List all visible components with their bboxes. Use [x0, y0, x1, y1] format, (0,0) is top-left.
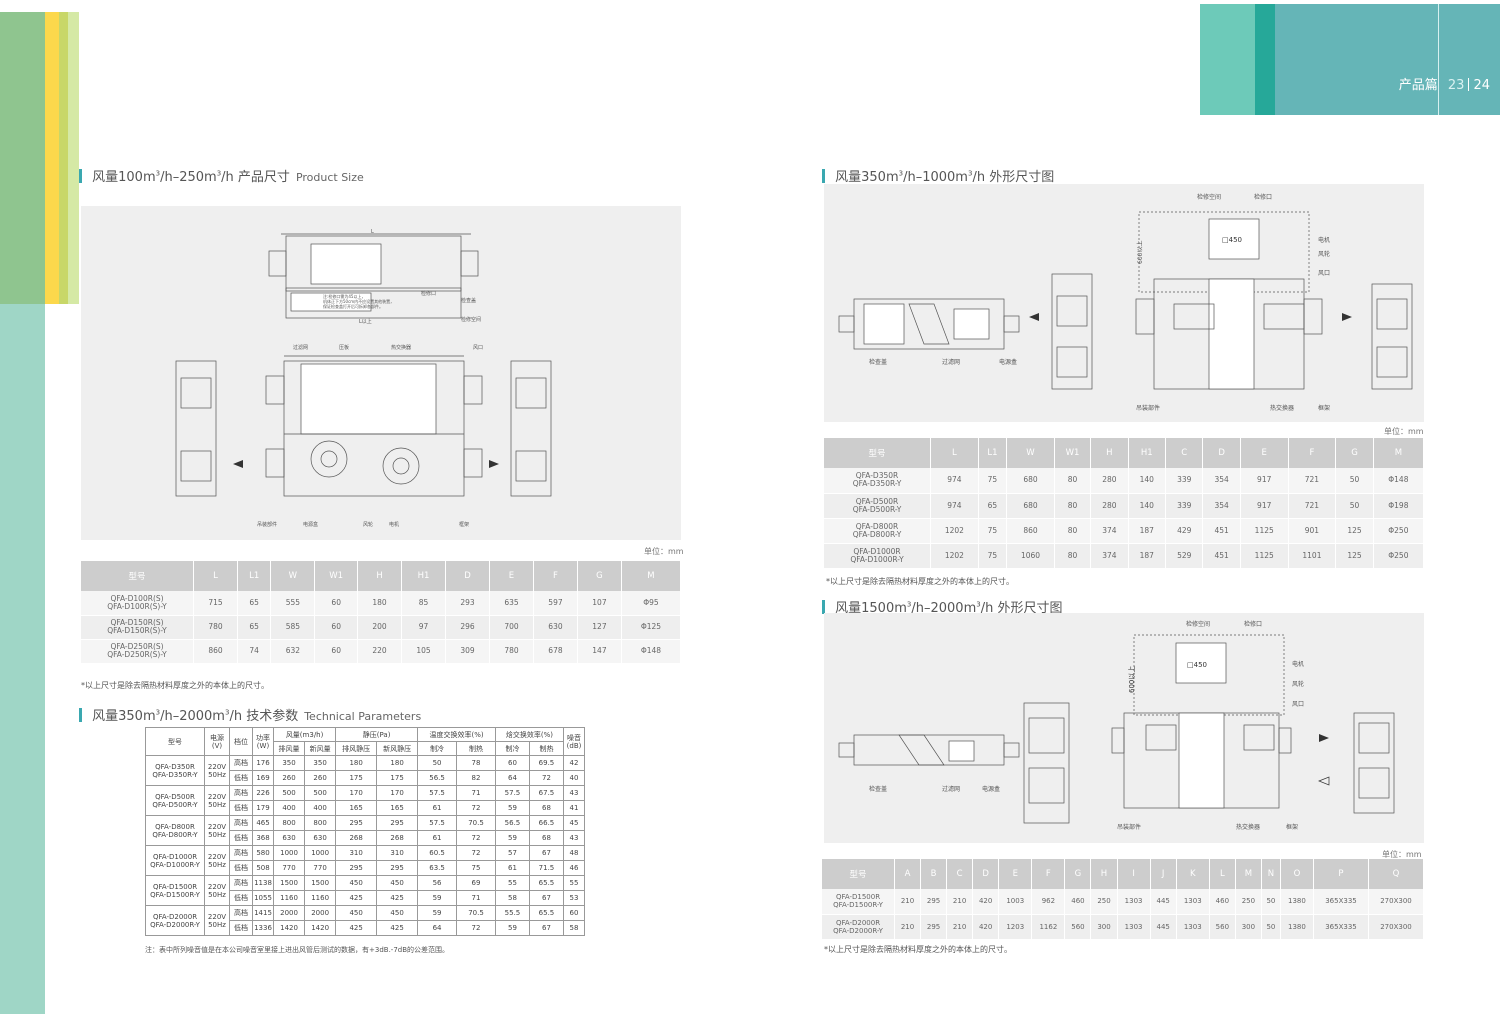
svg-text:过滤网: 过滤网	[942, 785, 960, 793]
svg-text:检修空间: 检修空间	[461, 316, 481, 323]
svg-text:框架: 框架	[1318, 404, 1330, 412]
technical-note: 注：表中所列噪音值是在本公司噪音室里接上进出风管后测试的数据，有+3dB.-7d…	[145, 946, 450, 954]
dimension-note-1: *以上尺寸是除去隔热材料厚度之外的本体上的尺寸。	[81, 681, 269, 690]
svg-text:L: L	[371, 229, 374, 235]
svg-text:□450: □450	[1222, 236, 1242, 244]
svg-text:风口: 风口	[1292, 701, 1304, 708]
dimension-note-3: *以上尺寸是除去隔热材料厚度之外的本体上的尺寸。	[824, 945, 1012, 954]
svg-text:电机: 电机	[1318, 236, 1330, 244]
svg-text:检修口: 检修口	[421, 290, 436, 297]
svg-text:检修口: 检修口	[1244, 620, 1262, 628]
svg-text:电源盒: 电源盒	[303, 521, 318, 528]
svg-text:热交换器: 热交换器	[391, 344, 411, 351]
svg-text:风口: 风口	[473, 345, 483, 351]
section-name: 产品篇	[1398, 78, 1438, 93]
svg-text:检修空间: 检修空间	[1197, 193, 1221, 201]
svg-text:框架: 框架	[459, 521, 469, 528]
header-band	[1200, 4, 1255, 115]
svg-text:电机: 电机	[1292, 660, 1304, 668]
header-divider	[1438, 4, 1439, 115]
svg-text:L以上: L以上	[359, 318, 372, 325]
drawing-panel-large: □450 检修空间 检修口 600以上 电机 风轮 风口 吊装部件 热交换器 框…	[824, 613, 1424, 843]
svg-text:热交换器: 热交换器	[1270, 404, 1294, 412]
svg-text:□450: □450	[1187, 661, 1207, 669]
technical-parameters-table: 型号 电源(V) 档位 功率(W) 风量(m3/h) 静压(Pa) 温度交换效率…	[145, 727, 585, 936]
header-band-dark	[1255, 4, 1275, 115]
dimension-note-2: *以上尺寸是除去隔热材料厚度之外的本体上的尺寸。	[826, 577, 1014, 586]
svg-text:检查盖: 检查盖	[869, 358, 887, 366]
section-title-en: Product Size	[295, 171, 364, 184]
svg-text:检查盖: 检查盖	[869, 785, 887, 793]
svg-text:保证检查盖打开后可拆卸各部件。: 保证检查盖打开后可拆卸各部件。	[323, 303, 383, 309]
svg-text:风轮: 风轮	[1318, 250, 1330, 258]
unit-label-1: 单位：mm	[644, 547, 684, 556]
section-title-outline-1500-2000: 风量1500m3/h–2000m3/h 外形尺寸图	[822, 597, 1062, 616]
page-header: 产品篇 23 24	[1300, 74, 1490, 93]
svg-text:吊装部件: 吊装部件	[1117, 823, 1141, 831]
drawing-panel-small: L 注:检修口需为45以上， 机体正下方50cm内不应设置其他装置， 保证检查盖…	[81, 206, 681, 540]
section-title-en: Technical Parameters	[304, 710, 422, 723]
svg-text:风口: 风口	[1318, 270, 1330, 277]
unit-label-2: 单位：mm	[1384, 427, 1424, 436]
svg-text:电源盒: 电源盒	[982, 785, 1000, 793]
svg-text:电机: 电机	[389, 521, 399, 528]
drawing-panel-medium: □450 检修空间 检修口 600以上 电机 风轮 风口 吊装部件 热交换器 框…	[824, 184, 1424, 422]
svg-text:风轮: 风轮	[363, 521, 373, 528]
page-number-right: 24	[1473, 78, 1490, 93]
svg-text:过滤网: 过滤网	[942, 358, 960, 366]
svg-text:检查盖: 检查盖	[461, 297, 476, 304]
svg-text:风轮: 风轮	[1292, 680, 1304, 688]
technical-drawing-large: □450 检修空间 检修口 600以上 电机 风轮 风口 吊装部件 热交换器 框…	[838, 620, 1395, 831]
page-number-left: 23	[1447, 78, 1465, 93]
svg-text:600以上: 600以上	[1127, 666, 1136, 693]
technical-drawing-small: L 注:检修口需为45以上， 机体正下方50cm内不应设置其他装置， 保证检查盖…	[175, 229, 552, 528]
section-title-outline-350-1000: 风量350m3/h–1000m3/h 外形尺寸图	[822, 166, 1054, 185]
svg-text:600以上: 600以上	[1136, 241, 1144, 264]
svg-text:压板: 压板	[339, 344, 349, 351]
svg-text:电源盒: 电源盒	[999, 358, 1017, 366]
svg-text:检修口: 检修口	[1254, 193, 1272, 201]
left-stripe-yellow	[45, 12, 59, 304]
svg-text:吊装部件: 吊装部件	[257, 521, 277, 528]
svg-text:注:检修口需为45以上，: 注:检修口需为45以上，	[323, 293, 365, 299]
svg-text:过滤网: 过滤网	[293, 344, 308, 351]
left-stripe-lime	[68, 12, 79, 304]
unit-label-3: 单位：mm	[1382, 850, 1422, 859]
svg-text:框架: 框架	[1286, 823, 1298, 831]
svg-text:机体正下方50cm内不应设置其他装置，: 机体正下方50cm内不应设置其他装置，	[323, 298, 394, 304]
left-stripe-mint	[0, 304, 45, 1014]
svg-text:检修空间: 检修空间	[1186, 620, 1210, 628]
left-stripe-olive	[59, 12, 68, 304]
left-stripe-green	[0, 12, 45, 304]
svg-text:热交换器: 热交换器	[1236, 823, 1260, 831]
technical-drawing-medium: □450 检修空间 检修口 600以上 电机 风轮 风口 吊装部件 热交换器 框…	[838, 193, 1413, 412]
svg-text:吊装部件: 吊装部件	[1136, 404, 1160, 412]
